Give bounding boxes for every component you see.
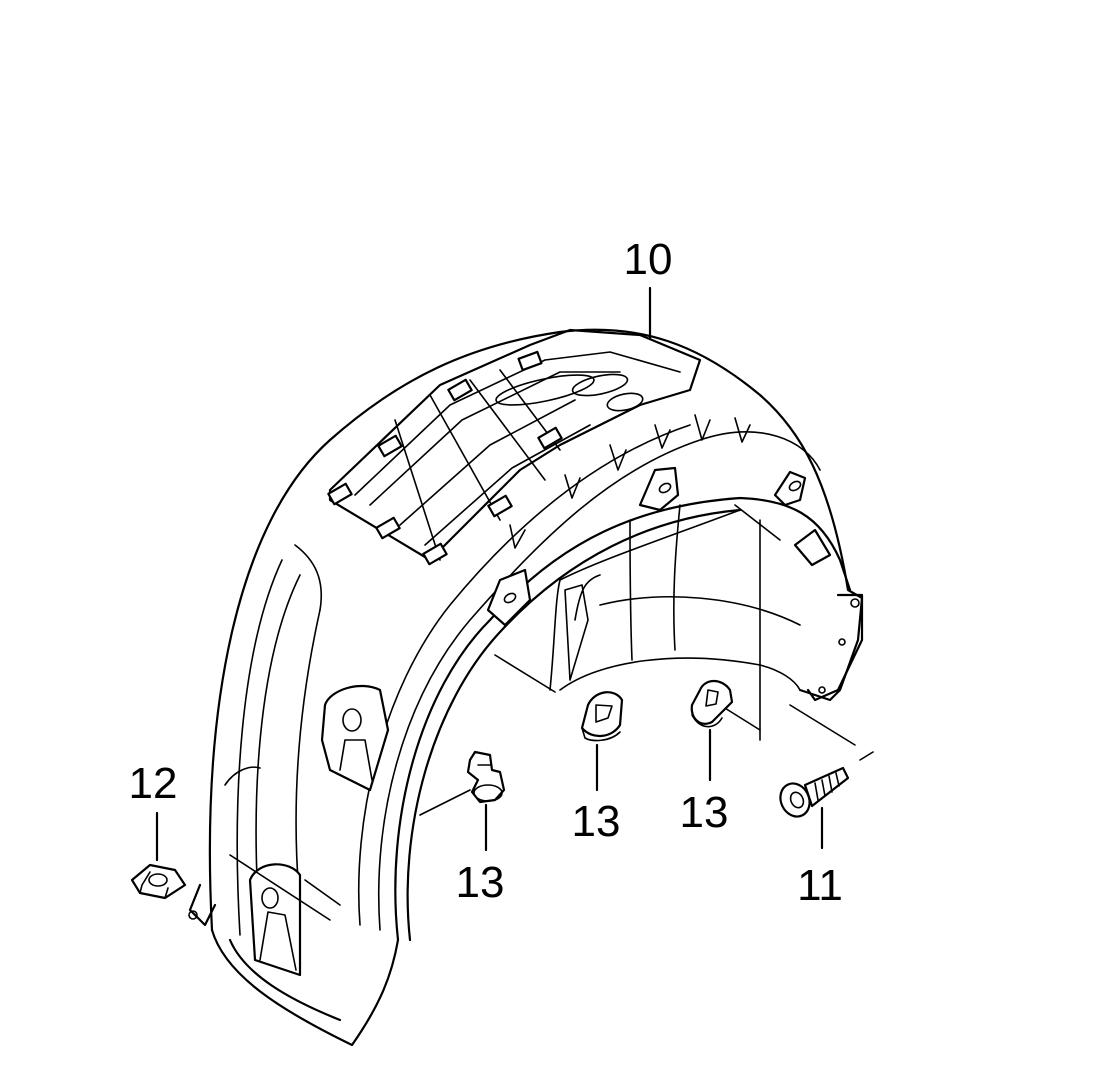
callout-labels: 10 11 12 13 13 13 xyxy=(129,235,843,910)
wheel-housing-liner xyxy=(188,328,874,1047)
callout-11: 11 xyxy=(797,861,843,910)
callout-10: 10 xyxy=(624,235,673,284)
clip-right xyxy=(690,679,734,728)
clip-left xyxy=(466,750,506,804)
nut xyxy=(130,863,187,900)
callout-13-left: 13 xyxy=(456,858,505,907)
screw xyxy=(779,766,850,818)
clip-center xyxy=(580,691,624,742)
callout-13-center: 13 xyxy=(572,797,621,846)
callout-12: 12 xyxy=(129,759,178,808)
callout-leaders xyxy=(155,286,824,862)
callout-13-right: 13 xyxy=(680,788,729,837)
